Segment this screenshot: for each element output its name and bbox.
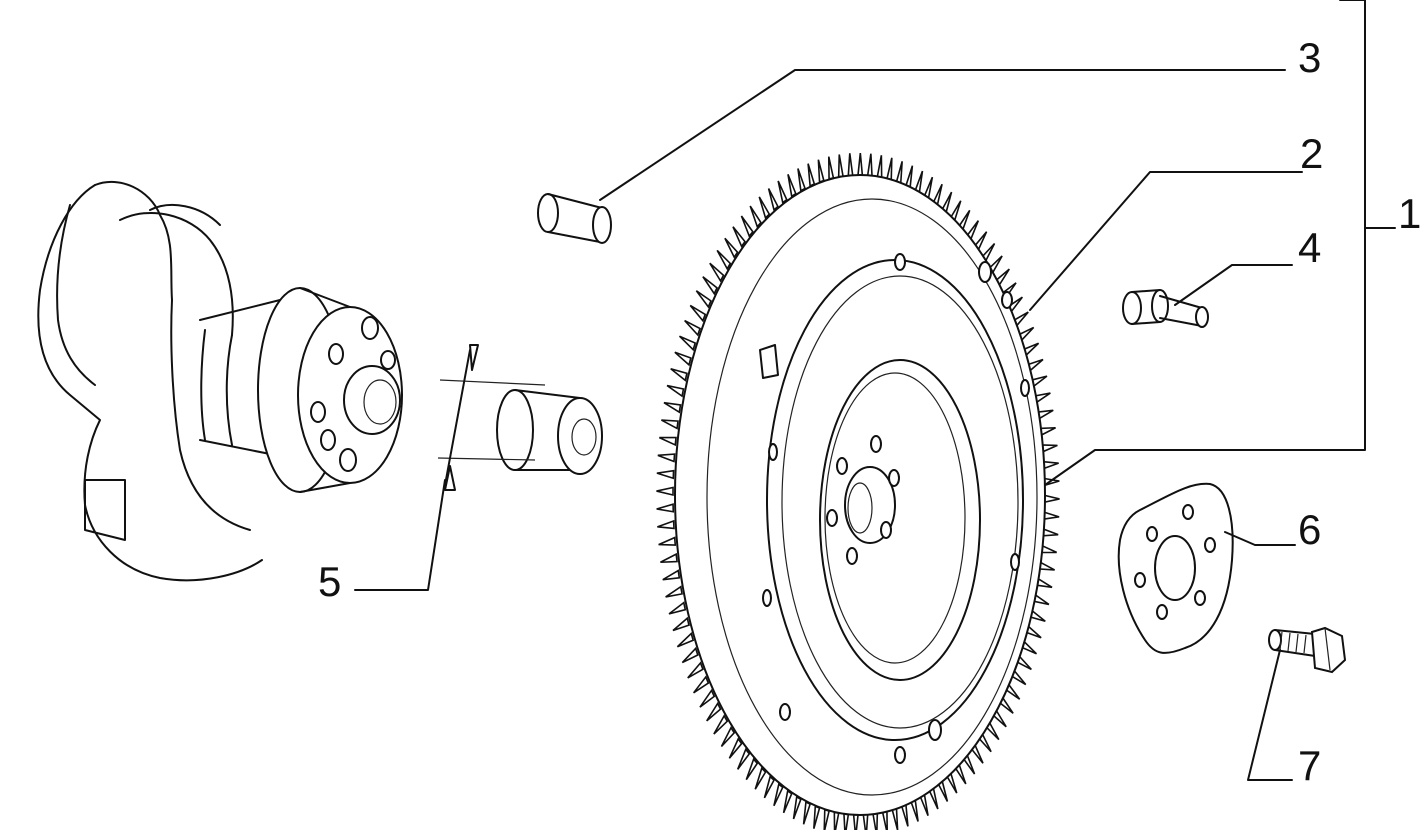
gear-tooth (745, 757, 759, 781)
gear-tooth (687, 661, 704, 679)
gear-tooth (662, 569, 681, 581)
gear-tooth (674, 351, 692, 367)
dowel-pin-3 (537, 193, 612, 244)
gear-tooth (670, 367, 688, 382)
gear-tooth (672, 616, 690, 632)
gear-tooth (777, 180, 788, 205)
gear-tooth (862, 813, 869, 830)
gear-tooth (891, 806, 899, 830)
gear-tooth (813, 805, 821, 829)
gear-tooth (656, 469, 675, 480)
stepped-pin-4 (1122, 289, 1209, 328)
gear-tooth (792, 795, 802, 820)
gear-tooth (709, 262, 725, 283)
gear-tooth (720, 726, 736, 748)
label-7: 7 (1298, 742, 1321, 789)
label-3: 3 (1298, 34, 1321, 81)
gear-tooth (782, 789, 793, 814)
gear-tooth (658, 536, 677, 546)
label-5: 5 (318, 558, 341, 605)
gear-tooth (684, 319, 701, 337)
gear-tooth (660, 552, 678, 564)
gear-tooth (837, 154, 844, 178)
gear-tooth (728, 737, 743, 759)
gear-tooth (695, 290, 712, 309)
gear-tooth (763, 775, 776, 799)
gear-tooth (797, 168, 806, 192)
gear-tooth (702, 276, 719, 296)
ring-gear-teeth (656, 152, 1060, 830)
gear-tooth (678, 335, 697, 352)
gear-tooth (857, 152, 864, 176)
label-6: 6 (1298, 506, 1321, 553)
leader-lines (354, 0, 1396, 781)
gear-tooth (895, 161, 903, 185)
label-2: 2 (1300, 130, 1323, 177)
part-labels: 1 2 3 4 5 6 7 (318, 34, 1421, 789)
gear-tooth (787, 174, 797, 198)
gear-tooth (676, 632, 695, 648)
gear-tooth (852, 814, 859, 830)
label-4: 4 (1298, 224, 1321, 271)
gear-tooth (736, 747, 751, 770)
flywheel-plate (1117, 482, 1234, 654)
gear-tooth (740, 215, 754, 238)
gear-tooth (881, 810, 888, 830)
gear-tooth (666, 384, 685, 398)
gear-tooth (823, 808, 831, 830)
gear-tooth (817, 159, 825, 184)
gear-tooth (758, 196, 771, 220)
pilot-bushing (437, 344, 603, 491)
label-1: 1 (1398, 190, 1421, 237)
gear-tooth (656, 503, 675, 513)
crankshaft-drawing (37, 180, 403, 582)
gear-tooth (773, 782, 784, 807)
gear-tooth (661, 419, 679, 430)
gear-tooth (833, 811, 840, 830)
gear-tooth (657, 519, 675, 530)
gear-tooth (767, 188, 779, 212)
gear-tooth (732, 226, 747, 248)
gear-tooth (699, 688, 716, 708)
gear-tooth (689, 304, 707, 323)
gear-tooth (681, 646, 699, 664)
gear-tooth (657, 453, 676, 463)
gear-tooth (885, 157, 893, 182)
gear-tooth (724, 237, 739, 259)
gear-tooth (716, 249, 732, 271)
gear-tooth (827, 156, 835, 180)
gear-tooth (802, 800, 812, 825)
bolt-7 (1268, 626, 1347, 674)
gear-tooth (749, 205, 762, 229)
gear-tooth (663, 401, 682, 414)
gear-tooth (706, 701, 722, 722)
gear-tooth (807, 163, 816, 188)
gear-tooth (713, 714, 729, 735)
gear-tooth (668, 601, 687, 615)
gear-tooth (866, 153, 873, 177)
gear-tooth (847, 153, 854, 177)
gear-tooth (872, 812, 879, 830)
gear-tooth (665, 585, 683, 598)
gear-tooth (843, 813, 850, 830)
gear-tooth (659, 436, 677, 447)
gear-tooth (656, 486, 674, 497)
gear-tooth (692, 675, 710, 694)
gear-tooth (754, 766, 767, 790)
gear-tooth (876, 155, 883, 179)
flywheel-drawing (656, 152, 1060, 830)
